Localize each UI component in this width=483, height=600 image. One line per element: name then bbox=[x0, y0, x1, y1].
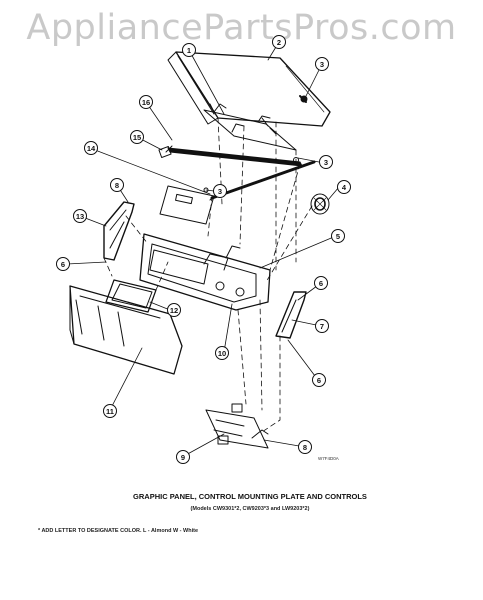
callout-1-label: 1 bbox=[187, 46, 191, 55]
callout-5-label: 5 bbox=[336, 232, 340, 241]
callout-12-label: 12 bbox=[170, 306, 178, 315]
part-13-left-endcap bbox=[103, 201, 135, 261]
part-11-graphic-panel bbox=[69, 285, 183, 375]
callout-3c-label: 3 bbox=[218, 187, 222, 196]
part-4-knob bbox=[310, 193, 330, 215]
callout-15: 15 bbox=[130, 130, 144, 144]
callout-13: 13 bbox=[73, 209, 87, 223]
callout-14-label: 14 bbox=[87, 144, 96, 153]
callout-3b-label: 3 bbox=[324, 158, 328, 167]
diagram-title: GRAPHIC PANEL, CONTROL MOUNTING PLATE AN… bbox=[133, 492, 367, 501]
callout-6c-label: 6 bbox=[317, 376, 321, 385]
callout-9-label: 9 bbox=[181, 453, 185, 462]
callout-6b-label: 6 bbox=[319, 279, 323, 288]
callout-12: 12 bbox=[167, 303, 181, 317]
callout-1: 1 bbox=[182, 43, 196, 57]
callout-8a-label: 8 bbox=[115, 181, 119, 190]
callout-2-label: 2 bbox=[277, 38, 281, 47]
part-12-window bbox=[105, 279, 157, 313]
callout-3a: 3 bbox=[315, 57, 329, 71]
callout-7-label: 7 bbox=[320, 322, 324, 331]
color-note: * ADD LETTER TO DESIGNATE COLOR. L - Alm… bbox=[38, 528, 199, 534]
callout-14: 14 bbox=[84, 141, 98, 155]
callout-4-label: 4 bbox=[342, 183, 347, 192]
callout-3c: 3 bbox=[213, 184, 227, 198]
callout-3b: 3 bbox=[319, 155, 333, 169]
callout-10-label: 10 bbox=[218, 349, 226, 358]
callout-10: 10 bbox=[215, 346, 229, 360]
part-6-right-endcap bbox=[275, 291, 307, 339]
callout-16-label: 16 bbox=[142, 98, 150, 107]
callout-8b: 8 bbox=[298, 440, 312, 454]
callout-8b-label: 8 bbox=[303, 443, 307, 452]
callout-7: 7 bbox=[315, 319, 329, 333]
callout-8a: 8 bbox=[110, 178, 124, 192]
callout-15-label: 15 bbox=[133, 133, 141, 142]
callout-13-label: 13 bbox=[76, 212, 84, 221]
part-3-screws bbox=[203, 95, 308, 193]
part-9-switch-assembly bbox=[205, 403, 269, 449]
callout-11-label: 11 bbox=[106, 407, 114, 416]
callout-6c: 6 bbox=[312, 373, 326, 387]
drawing-code: W7F4D0A bbox=[318, 456, 339, 461]
callout-9: 9 bbox=[176, 450, 190, 464]
button-panel bbox=[159, 185, 215, 225]
control-mounting-plate bbox=[139, 233, 271, 311]
part-1-bracket bbox=[203, 103, 297, 151]
callout-11: 11 bbox=[103, 404, 117, 418]
watermark-text: AppliancePartsPros.com bbox=[26, 8, 457, 48]
part-15-clip bbox=[158, 146, 172, 158]
callout-16: 16 bbox=[139, 95, 153, 109]
callout-2: 2 bbox=[272, 35, 286, 49]
callout-4: 4 bbox=[337, 180, 351, 194]
part-16-strip bbox=[165, 145, 303, 167]
callout-6a: 6 bbox=[56, 257, 70, 271]
part-2-console-cap bbox=[167, 51, 331, 127]
callout-5: 5 bbox=[331, 229, 345, 243]
model-numbers: (Models CW9301*2, CW9203*3 and LW9203*2) bbox=[190, 506, 310, 512]
callout-6b: 6 bbox=[314, 276, 328, 290]
callout-3a-label: 3 bbox=[320, 60, 324, 69]
callout-6a-label: 6 bbox=[61, 260, 65, 269]
leader-lines bbox=[66, 41, 340, 457]
